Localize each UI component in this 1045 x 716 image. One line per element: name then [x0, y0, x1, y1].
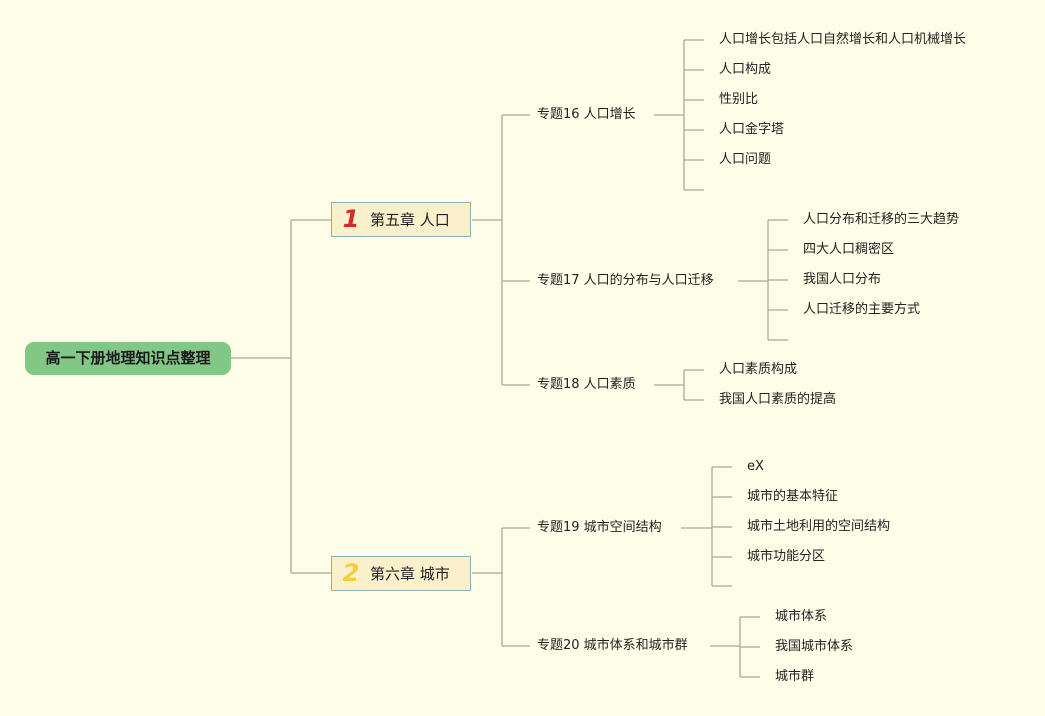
leaf-node[interactable]: 人口增长包括人口自然增长和人口机械增长 [719, 32, 967, 47]
chapter-title: 第五章 人口 [370, 211, 450, 229]
leaf-node[interactable]: 人口构成 [719, 62, 772, 77]
leaf-node[interactable]: eX [747, 459, 764, 474]
topic-node-19[interactable]: 专题19 城市空间结构 [537, 520, 662, 535]
leaf-node[interactable]: 人口迁移的主要方式 [803, 302, 921, 317]
leaf-node[interactable]: 我国人口分布 [803, 272, 882, 287]
leaf-node[interactable]: 我国人口素质的提高 [719, 392, 837, 407]
topic-node-20[interactable]: 专题20 城市体系和城市群 [537, 638, 688, 653]
leaf-node[interactable]: 人口金字塔 [719, 122, 785, 137]
topic-node-17[interactable]: 专题17 人口的分布与人口迁移 [537, 273, 714, 288]
chapter-node-population[interactable]: 1 第五章 人口 [331, 202, 471, 237]
leaf-node[interactable]: 城市土地利用的空间结构 [747, 519, 891, 534]
leaf-node[interactable]: 人口分布和迁移的三大趋势 [803, 212, 960, 227]
leaf-node[interactable]: 我国城市体系 [775, 639, 854, 654]
leaf-node[interactable]: 城市的基本特征 [747, 489, 839, 504]
leaf-node[interactable]: 城市群 [775, 669, 815, 684]
leaf-node[interactable]: 性别比 [719, 92, 759, 107]
root-node[interactable]: 高一下册地理知识点整理 [25, 342, 231, 375]
chapter-title: 第六章 城市 [370, 565, 450, 583]
leaf-node[interactable]: 城市功能分区 [747, 549, 826, 564]
leaf-node[interactable]: 四大人口稠密区 [803, 242, 895, 257]
chapter-node-city[interactable]: 2 第六章 城市 [331, 556, 471, 591]
number-two-icon: 2 [342, 559, 360, 587]
topic-node-18[interactable]: 专题18 人口素质 [537, 377, 636, 392]
topic-node-16[interactable]: 专题16 人口增长 [537, 107, 636, 122]
leaf-node[interactable]: 人口问题 [719, 152, 772, 167]
leaf-node[interactable]: 人口素质构成 [719, 362, 798, 377]
leaf-node[interactable]: 城市体系 [775, 609, 828, 624]
number-one-icon: 1 [342, 205, 360, 233]
